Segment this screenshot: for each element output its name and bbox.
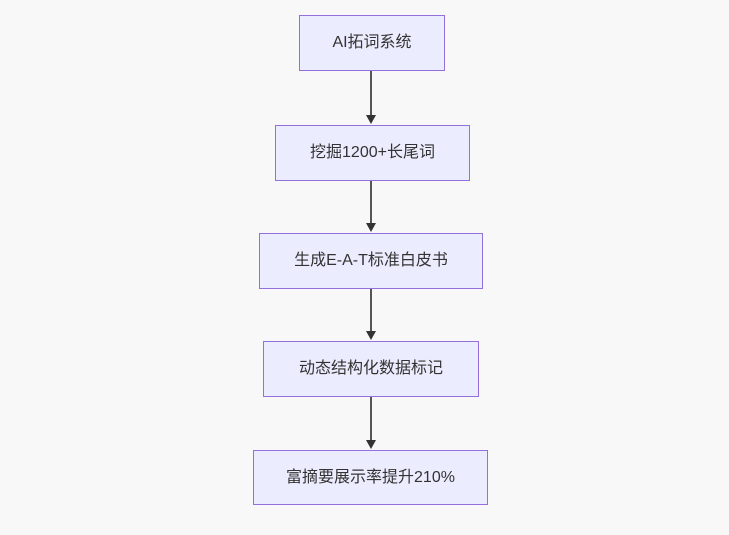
flow-edge-1 <box>366 71 376 124</box>
flow-node-ai-expansion-system: AI拓词系统 <box>299 15 445 71</box>
arrow-down-icon <box>366 440 376 449</box>
flow-node-label: AI拓词系统 <box>332 34 412 52</box>
flow-node-longtail-keywords: 挖掘1200+长尾词 <box>275 125 470 181</box>
flow-edge-3 <box>366 289 376 340</box>
flow-node-label: 富摘要展示率提升210% <box>286 468 455 486</box>
edge-line <box>370 397 372 442</box>
flow-node-label: 挖掘1200+长尾词 <box>310 144 435 162</box>
arrow-down-icon <box>366 331 376 340</box>
arrow-down-icon <box>366 115 376 124</box>
flow-node-label: 生成E-A-T标准白皮书 <box>294 252 448 270</box>
flow-node-label: 动态结构化数据标记 <box>298 360 443 378</box>
flow-node-structured-data-markup: 动态结构化数据标记 <box>263 341 479 397</box>
flow-edge-2 <box>366 181 376 232</box>
edge-line <box>370 71 372 117</box>
edge-line <box>370 181 372 225</box>
flow-node-eat-whitepaper: 生成E-A-T标准白皮书 <box>259 233 483 289</box>
flow-edge-4 <box>366 397 376 449</box>
edge-line <box>370 289 372 333</box>
arrow-down-icon <box>366 223 376 232</box>
flow-node-rich-snippet-rate: 富摘要展示率提升210% <box>253 450 488 505</box>
